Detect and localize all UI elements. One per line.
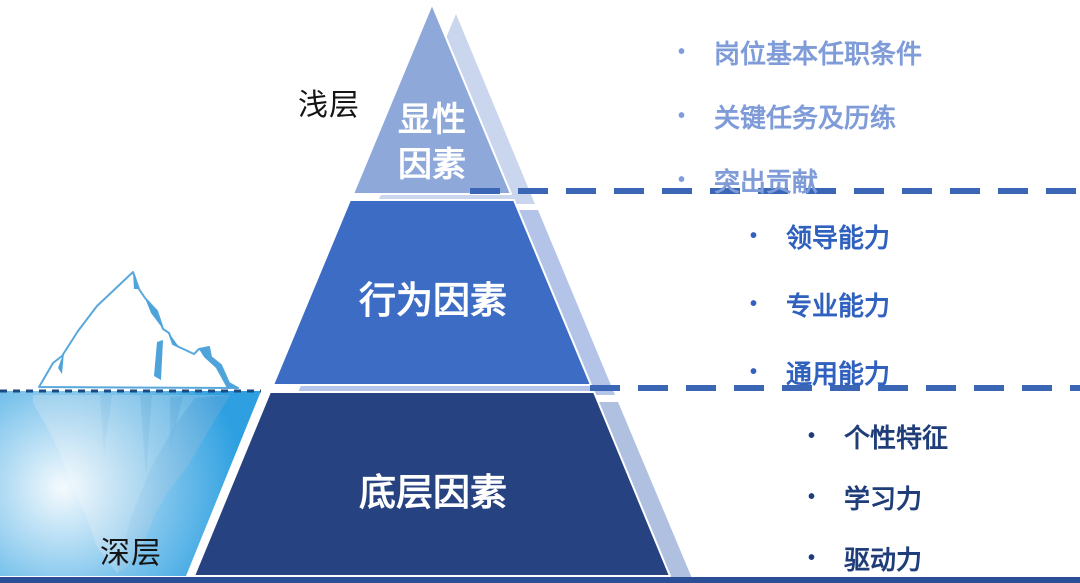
bullet-group-surface-factors: • 岗位基本任职条件 • 关键任务及历练 • 突出贡献 [678,34,922,226]
bullet-dot: • [678,169,686,191]
list-item: • 驱动力 [808,540,948,577]
pyramid-layer-1 [352,3,535,204]
pyramid-layer-2-label: 行为因素 [359,280,507,321]
bullet-dot: • [750,361,758,383]
bullet-group-underlying-factors: • 个性特征 • 学习力 • 驱动力 [808,418,948,583]
pyramid-layer-1-label: 显性因素 [398,101,466,184]
pyramid-layer-3-label: 底层因素 [359,472,507,513]
bullet-text: 学习力 [844,484,923,514]
bullet-dot: • [750,293,758,315]
list-item: • 个性特征 [808,418,948,455]
bullet-text: 突出贡献 [714,167,819,197]
bullet-dot: • [750,225,758,247]
bullet-dot: • [808,425,816,447]
bullet-dot: • [808,486,816,508]
pyramid-layer-3 [193,391,694,583]
bullet-text: 个性特征 [844,423,949,453]
list-item: • 领导能力 [750,218,890,255]
list-item: • 关键任务及历练 [678,98,922,135]
bullet-text: 专业能力 [786,291,891,321]
baseline-bar [0,577,1080,583]
list-item: • 通用能力 [750,354,890,391]
list-item: • 学习力 [808,479,948,516]
iceberg-above-water [38,271,239,389]
list-item: • 岗位基本任职条件 [678,34,922,71]
bullet-text: 岗位基本任职条件 [714,39,923,69]
pyramid-layer-3-face [193,391,671,577]
bullet-group-behavior-factors: • 领导能力 • 专业能力 • 通用能力 [750,218,890,422]
bullet-text: 领导能力 [786,223,891,253]
bullet-text: 关键任务及历练 [714,103,897,133]
deep-layer-label: 深层 [100,537,162,570]
pyramid-layer-1-face [352,3,512,195]
shallow-layer-label: 浅层 [298,89,360,122]
bullet-dot: • [678,41,686,63]
list-item: • 专业能力 [750,286,890,323]
bullet-text: 通用能力 [786,359,891,389]
bullet-dot: • [808,547,816,569]
list-item: • 突出贡献 [678,162,922,199]
bullet-dot: • [678,105,686,127]
bullet-text: 驱动力 [844,545,923,575]
